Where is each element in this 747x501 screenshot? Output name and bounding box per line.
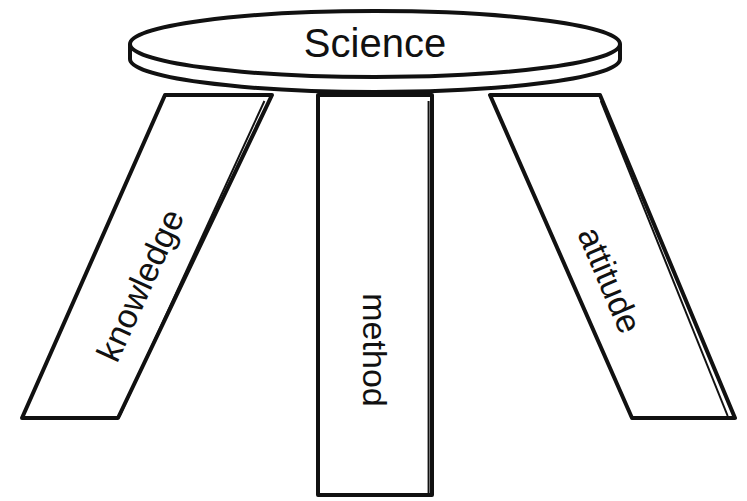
stool-leg: method: [314, 91, 436, 499]
leg-label: method: [358, 293, 392, 406]
stool-leg: attitude: [486, 91, 739, 422]
stool-seat: Science: [126, 7, 624, 96]
seat-label: Science: [304, 23, 446, 63]
stool-leg: knowledge: [18, 91, 276, 422]
